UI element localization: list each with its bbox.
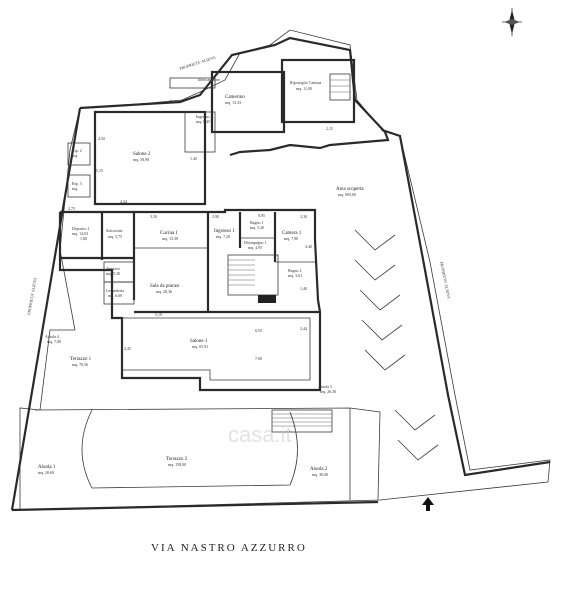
room-ripostiglio-top — [280, 58, 356, 124]
area-rip3: mq. — [72, 186, 78, 191]
area-ripostiglio-top: mq. 11,00 — [296, 86, 312, 92]
area-sala-pranzo: mq. 28,36 — [156, 289, 172, 295]
area-terrazzo2: mq. 158,00 — [168, 462, 186, 468]
label-proprieta-left: PROPRIETA' ALIENA — [26, 277, 38, 315]
area-ingresso2: mq. 6,45 — [196, 119, 210, 125]
dim-9: 2,44 — [300, 326, 307, 332]
dim-17: 2,15 — [326, 126, 333, 132]
label-proprieta-top: PROPRIETA' ALIENA — [179, 54, 217, 70]
room-salone-1 — [121, 317, 311, 381]
room-terrazzo-small — [103, 261, 135, 283]
area-camerino: mq. 13,33 — [225, 100, 241, 106]
area-aiuola2: mq. 30,00 — [312, 472, 328, 478]
label-rip2: Rip. 2 — [72, 148, 82, 153]
entrance-arrow-icon — [422, 497, 434, 511]
area-area-scoperta: mq. 695,00 — [338, 192, 356, 198]
area-aiuola4: mq. 7,80 — [47, 339, 61, 345]
label-lavanderia: Lavanderia — [106, 288, 124, 293]
dim-7: 6,55 — [255, 328, 262, 334]
dim-8: 7,00 — [255, 356, 262, 362]
dim-11: 4,50 — [98, 136, 105, 142]
label-disimpegno1: Disimpegno 1 — [244, 240, 267, 245]
label-sala-pranzo: Sala da pranzo — [150, 284, 180, 289]
area-camera1: mq. 7,90 — [284, 236, 298, 242]
label-aiuola4: Aiuola 4 — [45, 334, 59, 339]
dim-16: 1,40 — [300, 286, 307, 292]
dim-2: 4,44 — [120, 199, 127, 205]
label-terrazzo-small: Terrazzo — [106, 266, 120, 271]
label-ripostiglio-top: Ripostiglio Cantina — [290, 80, 321, 85]
area-bagno2: mq. 3,61 — [288, 273, 302, 279]
street-name: VIA NASTRO AZZURRO — [151, 542, 307, 554]
dim-3: 3,50 — [150, 214, 157, 220]
label-intercapedine: Intercapedine — [198, 77, 220, 82]
dim-13: 3,30 — [300, 214, 307, 220]
label-camera1: Camera 1 — [282, 231, 302, 236]
label-porta: Portico — [170, 99, 182, 104]
area-aiuola1: mq. 20,69 — [38, 470, 54, 476]
dim-15: 0,95 — [258, 213, 265, 219]
middle-block-wall — [58, 208, 322, 392]
area-rip2: mq. — [72, 153, 78, 158]
room-ingresso-2 — [184, 111, 216, 153]
stair-lower — [271, 409, 333, 433]
label-bagno2: Bagno 2 — [288, 268, 301, 273]
area-terrazzo-small: mq. 5,30 — [106, 271, 120, 277]
area-lavanderia: mq. 6,60 — [108, 293, 122, 299]
label-aiuola3: Aiuola 3 — [318, 384, 332, 389]
room-rip-2 — [67, 142, 91, 166]
room-salone-2 — [93, 110, 207, 206]
stair-main — [227, 254, 279, 303]
dim-18: 1,80 — [80, 236, 87, 242]
dim-10: 1,40 — [190, 156, 197, 162]
top-wall — [79, 36, 390, 157]
dim-14: 4,40 — [305, 244, 312, 250]
label-camerino: Camerino — [225, 95, 245, 100]
room-camerino — [210, 70, 286, 134]
stair-top-right — [329, 73, 351, 101]
label-bagno1: Bagno 1 — [250, 220, 263, 225]
label-terrazzo1: Terrazzo 1 — [70, 357, 92, 362]
room-intercapedine — [169, 77, 216, 89]
dim-6: 2,45 — [124, 346, 131, 352]
label-ingresso2: Ingresso 2 — [196, 114, 213, 119]
dim-12: 5,15 — [96, 168, 103, 174]
area-aiuola3: mq. 26,30 — [320, 389, 336, 395]
label-proprieta-right: PROPRIETA' ALIENA — [439, 261, 452, 299]
terrace-outline — [34, 407, 381, 501]
area-disimpegno1: mq. 4,95 — [248, 245, 262, 251]
label-salone2: Salone 2 — [133, 152, 151, 157]
label-cucina1: Cucina 1 — [160, 231, 178, 236]
label-sottoscala: Sottoscala — [106, 228, 123, 233]
right-boundary-line — [381, 128, 551, 477]
dim-5: 5,10 — [155, 312, 162, 318]
room-rip-3 — [67, 174, 91, 198]
north-compass-icon — [502, 8, 522, 36]
left-boundary-line — [10, 107, 82, 511]
area-cucina1: mq. 13,30 — [162, 236, 178, 242]
watermark-text: casa.it — [228, 422, 292, 447]
label-salone1: Salone 1 — [190, 339, 208, 344]
area-bagno1: mq. 5,20 — [250, 225, 264, 231]
area-terrazzo1: mq. 70,56 — [72, 362, 88, 368]
area-ingresso1: mq. 7,20 — [216, 234, 230, 240]
label-aiuola2: Aiuola 2 — [310, 467, 328, 472]
lot-boundary — [19, 29, 551, 511]
label-aiuola1: Aiuola 1 — [38, 465, 56, 470]
parking-markings — [354, 229, 439, 461]
area-salone2: mq. 58,90 — [133, 157, 149, 163]
area-sottoscala: mq. 5,75 — [108, 234, 122, 240]
area-salone1: mq. 65,91 — [192, 344, 208, 350]
dim-4: 2,90 — [212, 214, 219, 220]
bottom-boundary-line — [11, 500, 379, 512]
label-deposito1: Deposito 1 — [72, 226, 89, 231]
dim-1: 2,75 — [68, 206, 75, 212]
terrace-curve — [81, 409, 298, 489]
label-area-scoperta: Area scoperta — [336, 187, 364, 192]
label-ingresso1: Ingresso 1 — [214, 229, 235, 234]
label-rip3: Rip. 3 — [72, 181, 82, 186]
area-deposito1: mq. 14,03 — [72, 231, 88, 237]
label-terrazzo2: Terrazzo 2 — [166, 457, 188, 462]
